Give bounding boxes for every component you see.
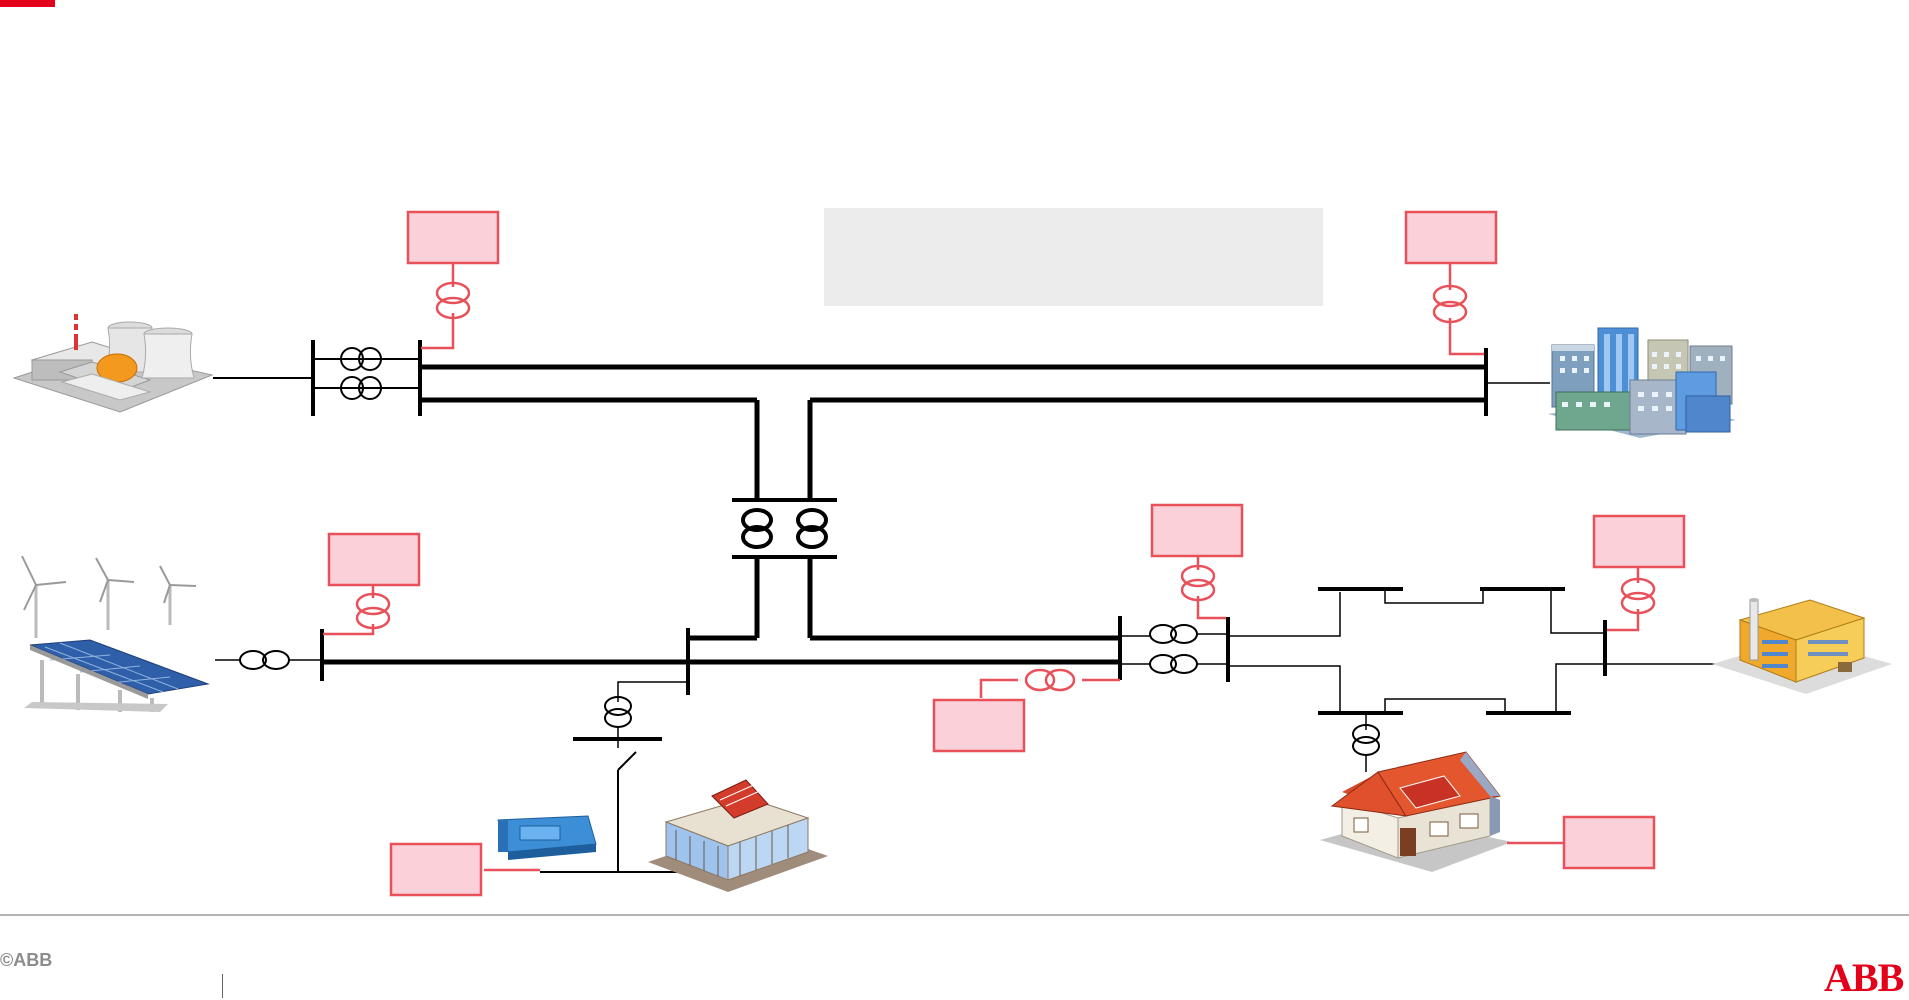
relay-box-4: [1150, 503, 1244, 558]
office-building-solar-icon: [648, 779, 828, 892]
relay-box-2: [1404, 210, 1498, 265]
footer-separator: [222, 974, 223, 998]
transformer-center: [741, 508, 828, 549]
factory-icon: [1712, 598, 1892, 694]
info-box: [824, 208, 1323, 306]
generator-unit-icon: [497, 815, 597, 860]
transformer-wind-solar: [239, 650, 290, 670]
transformer-right: [1149, 624, 1198, 674]
relay-box-5: [1592, 514, 1686, 569]
relay-box-8: [1562, 815, 1656, 870]
transformer-plant-1: [340, 347, 382, 400]
brand-corner-mark: [0, 0, 55, 7]
wind-solar-farm-icon: [21, 555, 210, 712]
relay-box-1: [406, 210, 500, 265]
abb-logo: ABB: [1824, 955, 1904, 1000]
power-plant-icon: [12, 314, 214, 413]
relay-box-7: [389, 842, 483, 897]
relay-box-6: [932, 698, 1026, 753]
footer-copyright: ©ABB: [0, 950, 53, 970]
relay-group: [323, 264, 1640, 872]
relay-box-3: [327, 532, 421, 587]
current-transformers: [355, 281, 1656, 692]
house-solar-icon: [1320, 751, 1512, 872]
relay-boxes: [327, 210, 1686, 897]
city-buildings-icon: [1548, 327, 1736, 438]
